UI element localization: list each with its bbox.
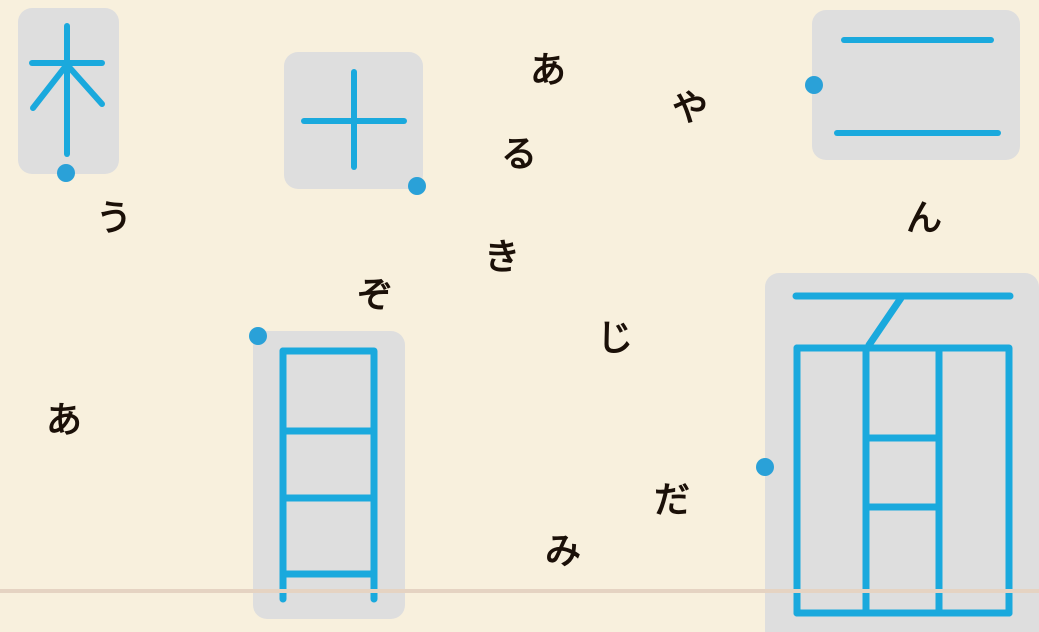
- kana-ya[interactable]: や: [672, 87, 709, 129]
- kana-a-1[interactable]: あ: [530, 49, 567, 91]
- kanji-two-strokes: [834, 37, 1001, 136]
- kana-n[interactable]: ん: [906, 197, 943, 239]
- kana-u[interactable]: う: [96, 197, 133, 239]
- tile-tree-handle[interactable]: [57, 164, 75, 182]
- kanji-tile-two[interactable]: 二: [812, 10, 1020, 160]
- kanji-tree-strokes: [29, 23, 105, 157]
- tile-ten-handle[interactable]: [408, 177, 426, 195]
- kanji-tile-face[interactable]: 面: [765, 273, 1039, 632]
- kana-zo[interactable]: ぞ: [357, 274, 394, 316]
- kanji-eye-strokes: [279, 347, 378, 603]
- kanji-tile-tree[interactable]: 木: [18, 8, 119, 174]
- kanji-ten-strokes: [301, 69, 407, 170]
- kana-a-2[interactable]: あ: [46, 399, 83, 441]
- kanji-tile-ten[interactable]: 十: [284, 52, 423, 189]
- kana-ji[interactable]: じ: [597, 317, 634, 359]
- kanji-tile-eye[interactable]: 目: [253, 331, 405, 619]
- kana-mi[interactable]: み: [545, 530, 582, 572]
- kanji-face-strokes: [792, 292, 1014, 617]
- kana-ru[interactable]: る: [501, 133, 538, 175]
- tile-two-handle[interactable]: [805, 76, 823, 94]
- tile-eye-handle[interactable]: [249, 327, 267, 345]
- tile-face-handle[interactable]: [756, 458, 774, 476]
- kana-ki[interactable]: き: [484, 236, 521, 278]
- ground-line: [0, 589, 1039, 593]
- kana-da[interactable]: だ: [654, 479, 691, 521]
